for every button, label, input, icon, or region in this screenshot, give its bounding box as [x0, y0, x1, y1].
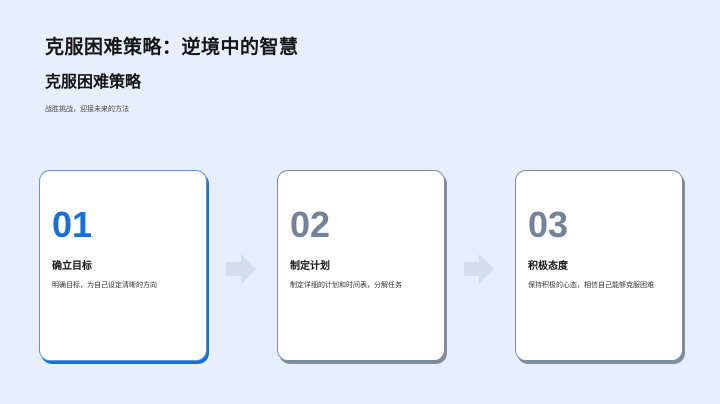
step-title: 积极态度	[528, 261, 568, 272]
step-card-1[interactable]: 01 确立目标 明确目标，为自己设定清晰的方向	[39, 170, 207, 361]
step-title: 制定计划	[290, 261, 330, 272]
step-number: 02	[290, 204, 331, 245]
page-description: 战胜挑战，迎接未来的方法	[45, 105, 129, 113]
step-description: 保持积极的心态，相信自己能够克服困难	[528, 281, 654, 289]
step-description: 明确目标，为自己设定清晰的方向	[52, 281, 157, 289]
arrow-right-icon	[226, 254, 256, 284]
page-subtitle: 克服困难策略	[45, 72, 142, 91]
step-card-3[interactable]: 03 积极态度 保持积极的心态，相信自己能够克服困难	[515, 170, 683, 361]
step-number: 01	[52, 204, 93, 245]
step-description: 制定详细的计划和时间表，分解任务	[290, 281, 402, 289]
page-title: 克服困难策略：逆境中的智慧	[45, 36, 299, 58]
step-title: 确立目标	[52, 261, 92, 272]
step-number: 03	[528, 204, 569, 245]
arrow-right-icon	[464, 254, 494, 284]
step-card-2[interactable]: 02 制定计划 制定详细的计划和时间表，分解任务	[277, 170, 445, 361]
